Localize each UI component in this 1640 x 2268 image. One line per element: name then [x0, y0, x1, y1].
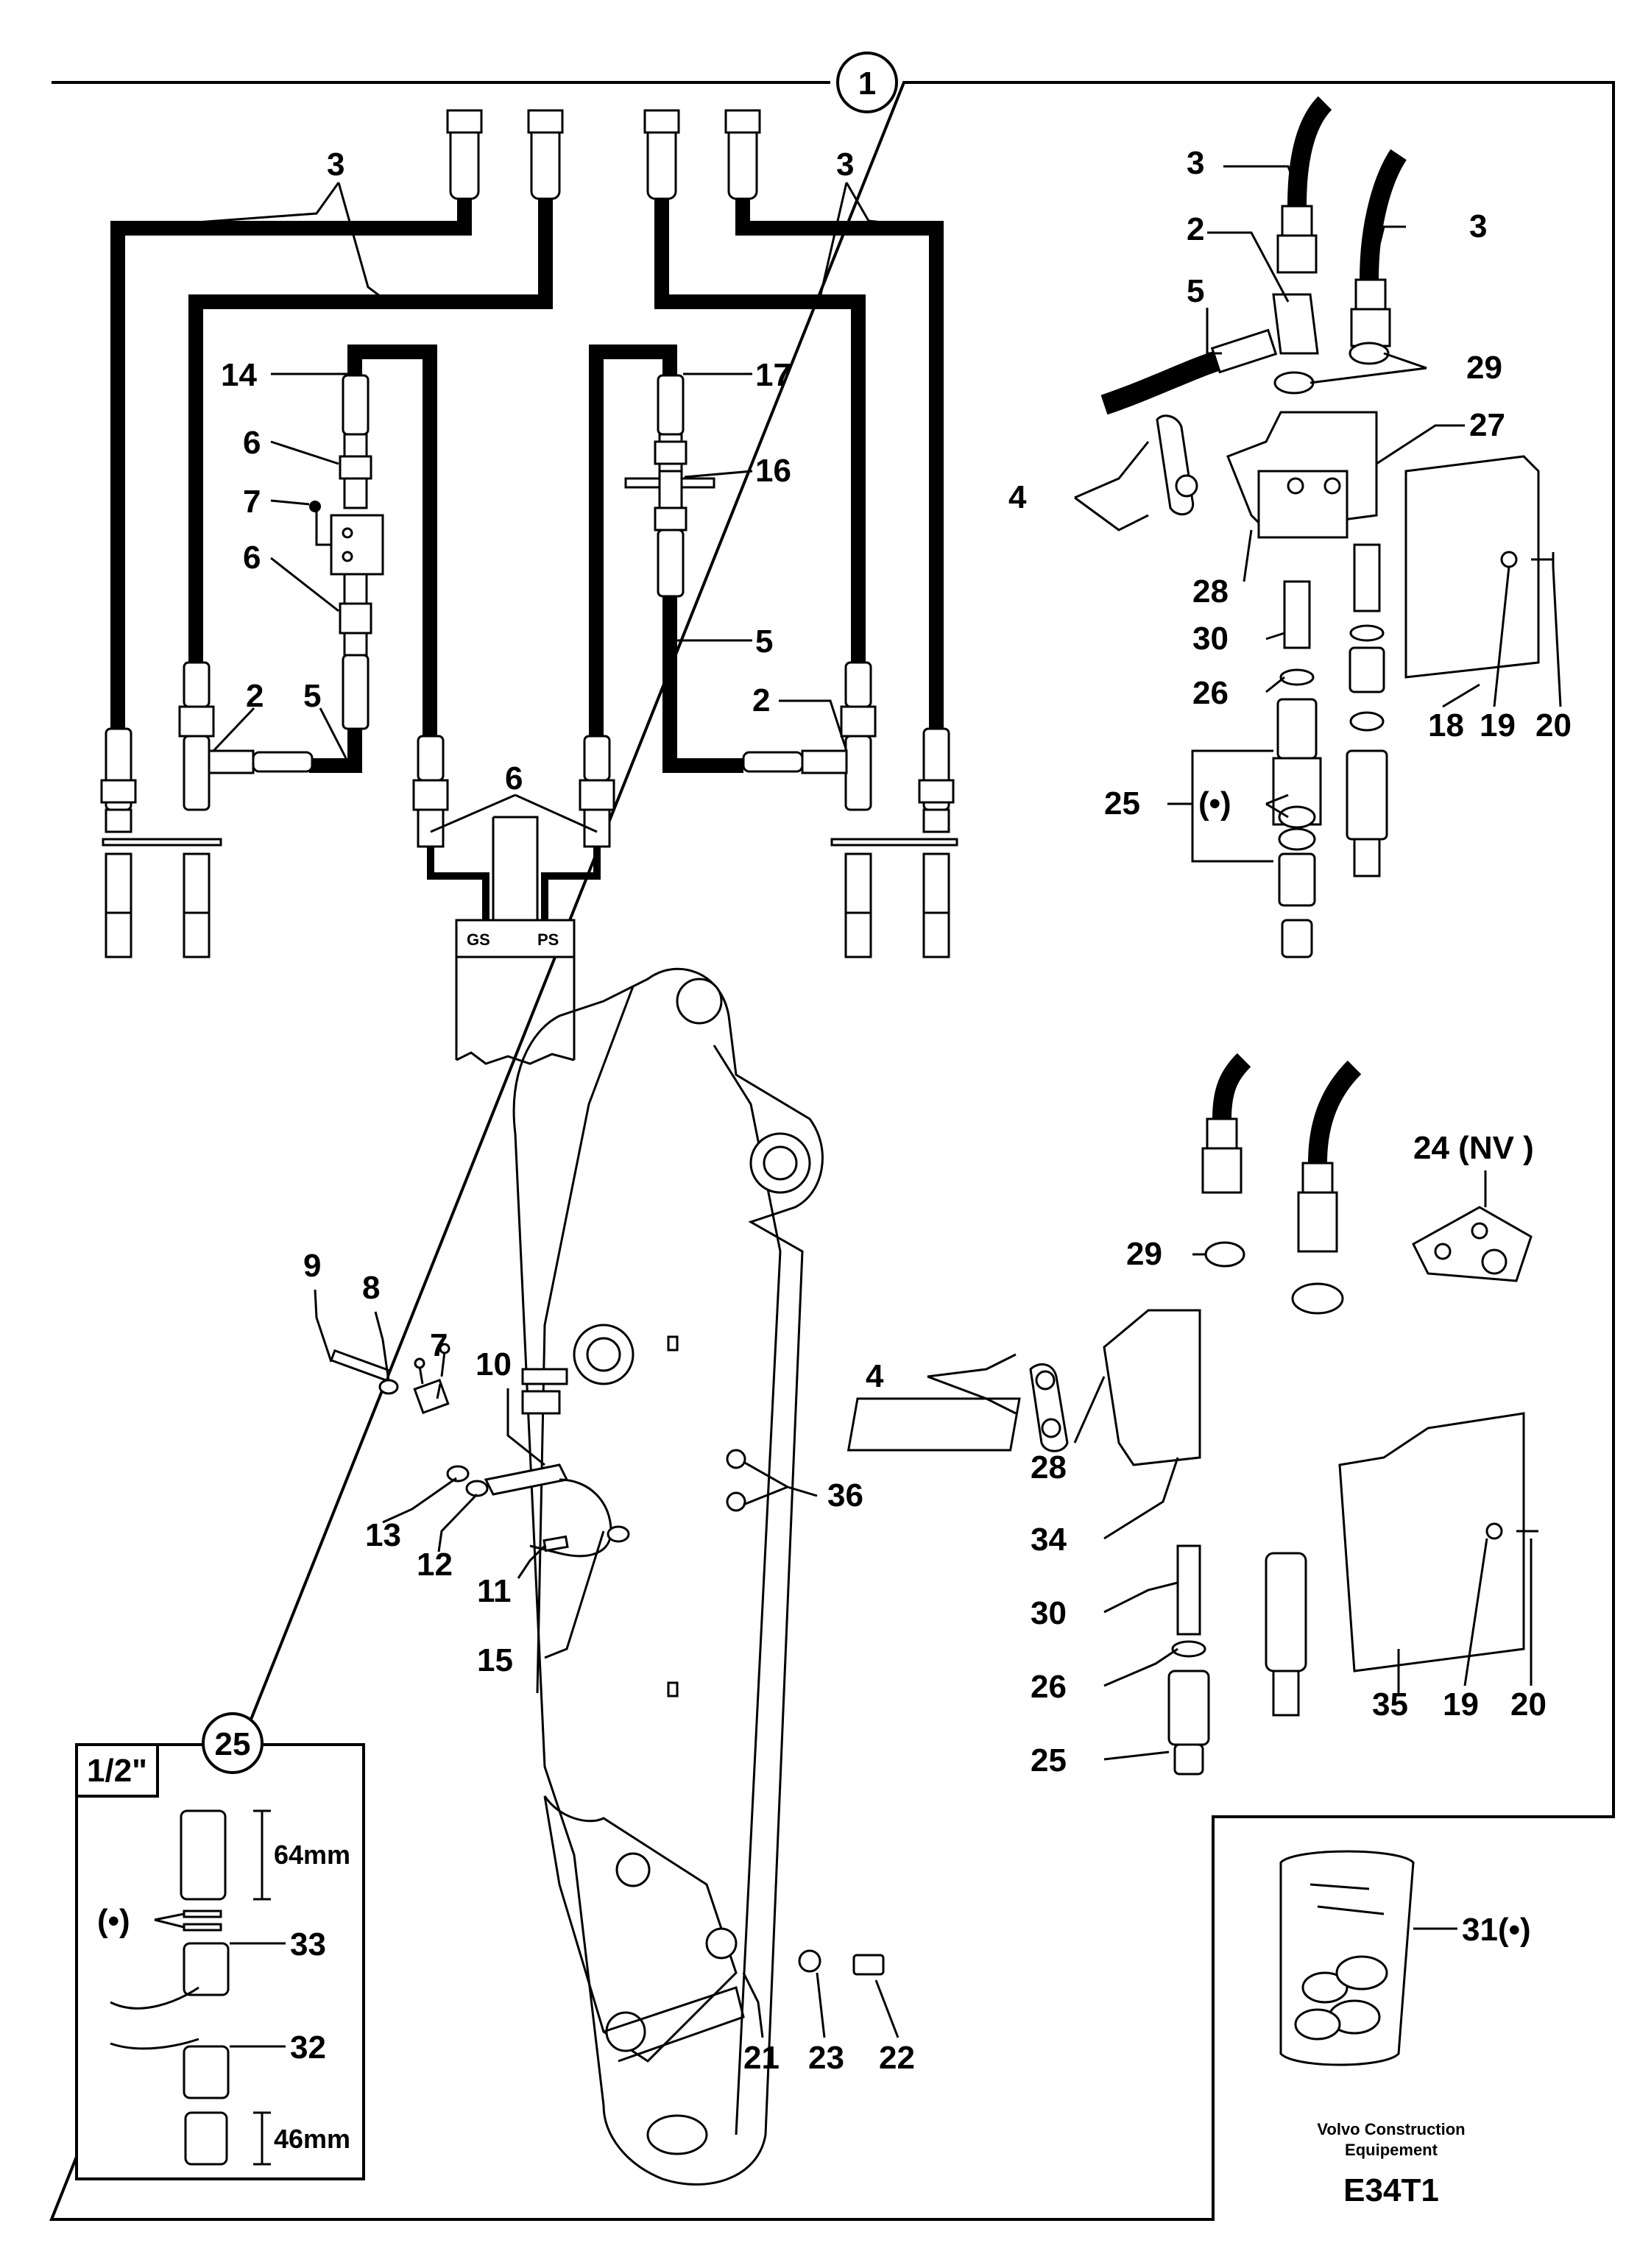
label-23: 23	[808, 2040, 844, 2076]
label-detail-dot: (•)	[1198, 785, 1231, 822]
hose-right-outer	[735, 199, 944, 729]
inset-callout-label: 25	[215, 1726, 251, 1762]
left-valve-column	[309, 374, 384, 730]
label-detail-2: 2	[1187, 211, 1204, 247]
callout-1: 1	[836, 52, 898, 113]
label-6-center: 6	[505, 760, 523, 796]
label-11: 11	[477, 1573, 512, 1609]
label-36: 36	[827, 1477, 863, 1513]
hose-17-loop	[589, 345, 677, 743]
label-14: 14	[221, 357, 257, 393]
label-2-right: 2	[752, 682, 770, 718]
inset-dim-top: 64mm	[274, 1840, 350, 1870]
label-5-left: 5	[303, 678, 321, 714]
label-16: 16	[755, 453, 791, 489]
lower-right-detail	[846, 1053, 1538, 1776]
label-7-upper: 7	[243, 484, 261, 520]
inset-dot-label: (•)	[97, 1903, 130, 1939]
label-31: 31(•)	[1462, 1912, 1531, 1948]
bracket-parts	[330, 1343, 630, 1558]
right-end-fittings	[742, 661, 958, 958]
excavator-arm	[512, 967, 885, 2186]
label-detail-30: 30	[1192, 621, 1229, 657]
label-detail-18: 18	[1428, 707, 1464, 743]
leaders-upper-right	[1074, 165, 1562, 863]
label-17: 17	[755, 357, 791, 393]
footer-code: E34T1	[1343, 2172, 1439, 2208]
hose-5-right	[662, 596, 743, 773]
callout-1-label: 1	[858, 66, 876, 102]
hose-right-inner	[654, 199, 866, 663]
label-detail-27: 27	[1469, 407, 1505, 443]
label-5-right: 5	[755, 623, 773, 660]
inset-size-label: 1/2"	[87, 1753, 147, 1789]
label-lower-20: 20	[1510, 1686, 1547, 1723]
upper-right-detail	[1100, 96, 1555, 958]
label-6-upper: 6	[243, 425, 261, 461]
kit-31: 31(•)	[1279, 1850, 1531, 2066]
label-detail-4: 4	[1008, 479, 1027, 515]
left-end-fittings	[100, 661, 314, 958]
label-3-left: 3	[327, 146, 344, 183]
label-detail-20: 20	[1535, 707, 1572, 743]
label-2-left: 2	[246, 678, 264, 714]
label-lower-28: 28	[1031, 1449, 1067, 1485]
label-lower-30: 30	[1031, 1595, 1067, 1631]
right-valve-column	[624, 374, 715, 598]
label-8: 8	[362, 1270, 380, 1306]
label-12: 12	[417, 1547, 453, 1583]
label-13: 13	[365, 1517, 401, 1553]
label-9: 9	[303, 1248, 321, 1284]
diagram-frame	[49, 81, 1615, 2221]
label-detail-26: 26	[1192, 675, 1229, 711]
label-lower-29: 29	[1126, 1236, 1162, 1272]
top-fittings	[446, 109, 761, 200]
label-15: 15	[477, 1642, 513, 1678]
leaders-upper	[117, 182, 937, 833]
inset-32-label: 32	[290, 2029, 326, 2066]
label-detail-29: 29	[1466, 350, 1502, 386]
label-lower-26: 26	[1031, 1669, 1067, 1705]
label-lower-35: 35	[1372, 1686, 1408, 1723]
label-lower-19: 19	[1443, 1686, 1479, 1723]
hose-left-outer	[110, 199, 472, 729]
label-6-lower: 6	[243, 540, 261, 576]
label-detail-5: 5	[1187, 273, 1204, 309]
footer: Volvo Construction Equipement E34T1	[1317, 2120, 1465, 2208]
hose-5-left	[309, 729, 362, 773]
leaders-arm	[314, 1289, 899, 2038]
label-3-right: 3	[836, 146, 854, 183]
label-detail-3b: 3	[1469, 208, 1487, 244]
inset-dim-bottom: 46mm	[274, 2124, 350, 2154]
control-valve: GS PS	[455, 816, 576, 1065]
inset-33-label: 33	[290, 1926, 326, 1963]
label-10: 10	[476, 1346, 512, 1382]
label-detail-28: 28	[1192, 573, 1229, 610]
center-fittings	[412, 735, 615, 920]
hose-14-loop	[347, 345, 437, 743]
label-lower-25: 25	[1031, 1742, 1067, 1778]
label-7: 7	[430, 1327, 448, 1363]
port-gs-label: GS	[467, 930, 490, 949]
plate-24-nv: 24 (NV )	[1412, 1130, 1534, 1282]
inset-25: 1/2" 25 64mm (•) 33 32 46mm	[75, 1712, 365, 2180]
leaders-lower-right	[927, 1253, 1533, 1761]
label-detail-3a: 3	[1187, 145, 1204, 181]
label-24-nv: 24 (NV )	[1413, 1130, 1534, 1166]
hose-left-inner	[188, 199, 553, 663]
footer-company-line1: Volvo Construction	[1317, 2120, 1465, 2138]
label-detail-19: 19	[1480, 707, 1516, 743]
footer-company-line2: Equipement	[1345, 2141, 1438, 2159]
hose-routing: GS PS	[100, 109, 958, 1065]
label-lower-4: 4	[866, 1358, 884, 1394]
port-ps-label: PS	[537, 930, 559, 949]
label-lower-34: 34	[1031, 1522, 1067, 1558]
label-detail-25: 25	[1104, 785, 1140, 822]
label-22: 22	[879, 2040, 915, 2076]
label-21: 21	[743, 2040, 780, 2076]
